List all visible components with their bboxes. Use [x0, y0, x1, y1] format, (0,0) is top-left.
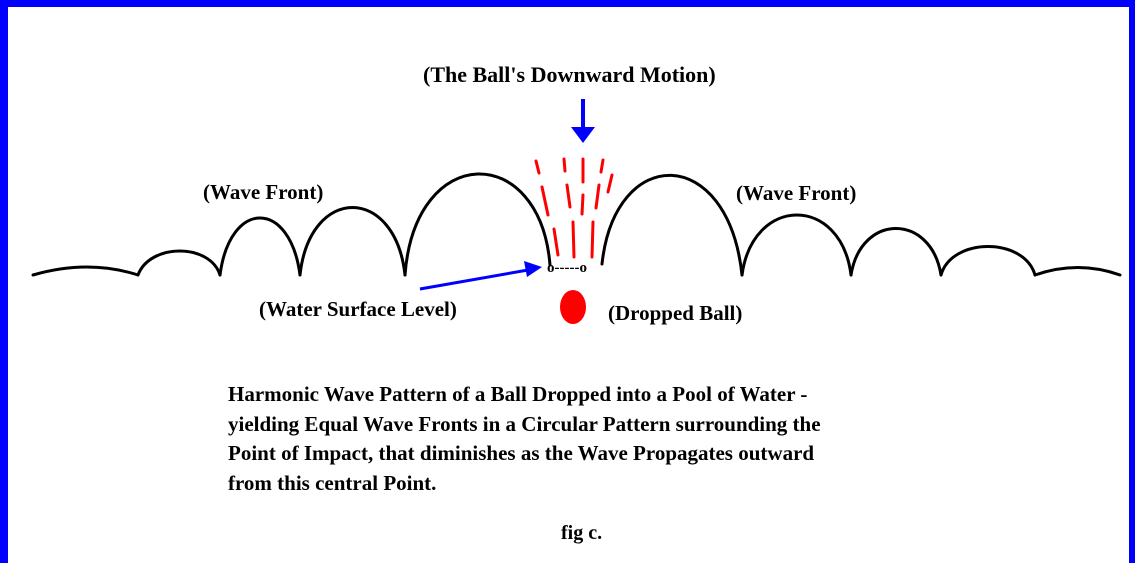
caption-line: yielding Equal Wave Fronts in a Circular… — [228, 411, 821, 436]
caption-line: Point of Impact, that diminishes as the … — [228, 441, 815, 465]
wave-diagram — [31, 99, 1122, 324]
wave-arc-right-2 — [740, 213, 853, 277]
splash-line — [540, 185, 550, 217]
label-downward-motion: (The Ball's Downward Motion) — [423, 62, 716, 87]
splash-line — [606, 173, 614, 194]
label-wave-front-left: (Wave Front) — [203, 180, 324, 204]
splash-line — [571, 220, 576, 259]
wave-arc-right-3 — [849, 227, 943, 277]
splash-line — [590, 220, 595, 259]
wave-arc-left-1 — [31, 265, 140, 277]
label-wave-front-right: (Wave Front) — [736, 181, 857, 205]
surface-arrow — [419, 261, 542, 291]
wave-arc-left-3 — [218, 216, 302, 277]
impact-marker: o-----o — [547, 260, 587, 276]
wave-arc-right-4 — [939, 245, 1037, 277]
splash-line — [562, 157, 567, 173]
splash-line — [565, 183, 572, 209]
dropped-ball — [560, 290, 586, 324]
wave-arc-right-1 — [600, 173, 744, 277]
splash-line — [534, 159, 541, 175]
splash-line — [594, 183, 601, 210]
splash-line — [552, 227, 560, 257]
splash-line — [580, 193, 585, 216]
caption-line: from this central Point. — [228, 470, 437, 495]
diagram-caption: Harmonic Wave Pattern of a Ball Dropped … — [228, 380, 988, 498]
downward-arrow — [571, 99, 595, 143]
wave-arc-right-5 — [1033, 266, 1122, 277]
splash-lines — [534, 157, 614, 259]
wave-arc-left-5 — [403, 172, 552, 277]
wave-arc-left-2 — [136, 249, 222, 277]
label-dropped-ball: (Dropped Ball) — [608, 301, 743, 325]
caption-line: Harmonic Wave Pattern of a Ball Dropped … — [228, 382, 808, 406]
wave-arc-left-4 — [298, 206, 407, 277]
wave-fronts — [31, 172, 1122, 277]
figure-label: fig c. — [561, 522, 603, 544]
label-water-surface: (Water Surface Level) — [259, 297, 457, 321]
splash-line — [599, 158, 605, 174]
